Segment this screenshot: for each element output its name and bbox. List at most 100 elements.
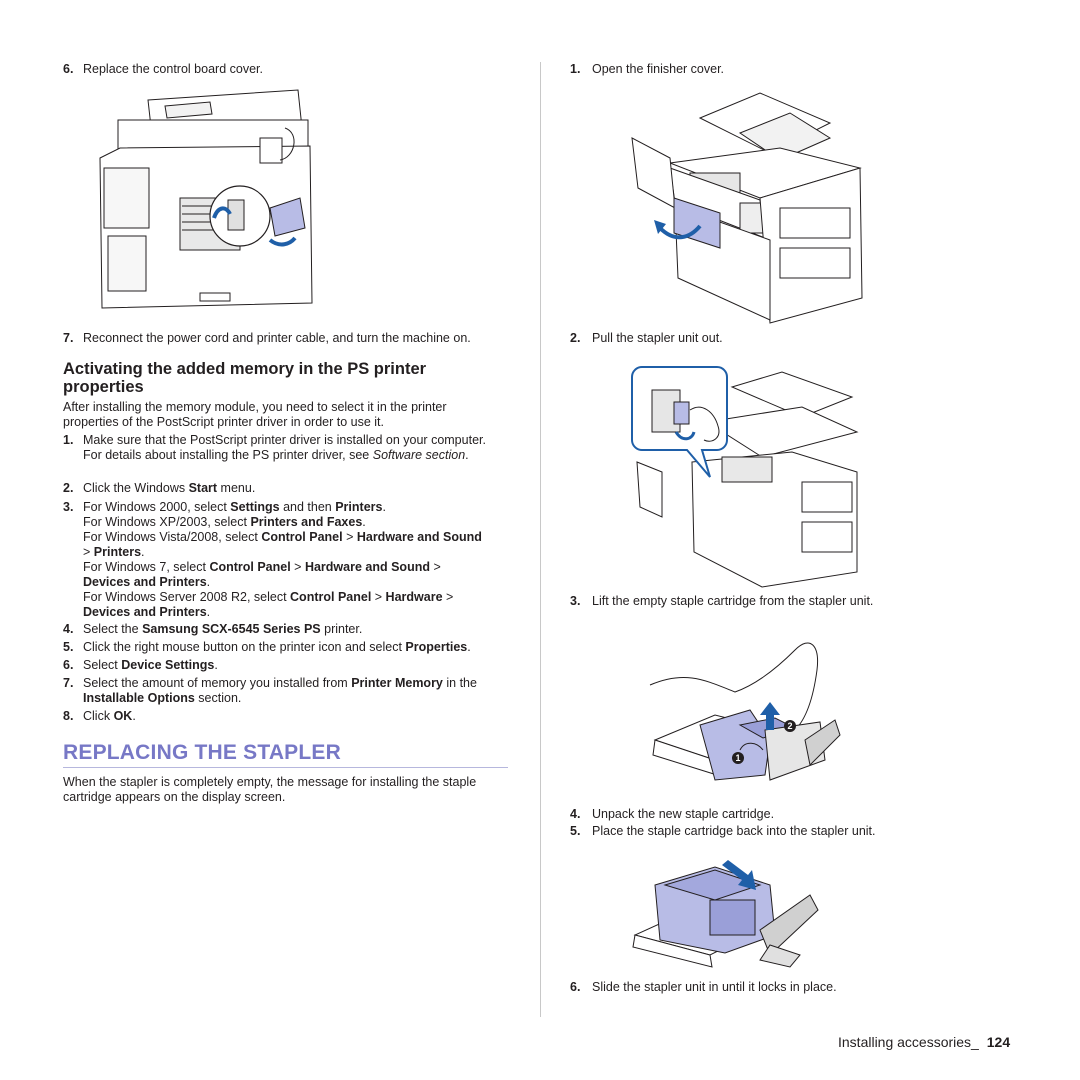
ps-step-3-vista-cont: > Printers.: [83, 545, 145, 560]
step-text-bold: Settings: [230, 500, 280, 514]
step-text-bold: Control Panel: [261, 530, 343, 544]
control-board-cover-illustration: [99, 89, 313, 309]
step-number: 7.: [63, 331, 74, 345]
ps-step-1: 1. Make sure that the PostScript printer…: [63, 433, 508, 463]
page-number: 124: [986, 1034, 1011, 1050]
step-text: For Windows 2000, select: [83, 500, 231, 514]
step-text-bold: OK: [113, 709, 133, 723]
step-text: >: [83, 545, 94, 559]
step-number: 5.: [570, 824, 581, 838]
step-text: .: [382, 500, 386, 514]
step-text: Click: [83, 709, 114, 723]
step-number: 2.: [63, 481, 74, 495]
step-text: .: [214, 658, 218, 672]
ps-step-7: 7. Select the amount of memory you insta…: [63, 676, 513, 691]
step-text: >: [442, 590, 454, 604]
step-text: Pull the stapler unit out.: [592, 331, 723, 345]
ps-step-3-server-cont: Devices and Printers.: [83, 605, 210, 620]
step-text-bold: Properties: [405, 640, 468, 654]
subsection-heading: Activating the added memory in the PS pr…: [63, 360, 427, 396]
right-step-2: 2. Pull the stapler unit out.: [570, 331, 1020, 346]
step-text-bold: Devices and Printers: [83, 575, 207, 589]
finisher-open-illustration: [631, 92, 863, 324]
step-text: >: [290, 560, 305, 574]
left-step-7: 7. Reconnect the power cord and printer …: [63, 331, 523, 346]
column-divider: [540, 62, 541, 1017]
step-text: For Windows Vista/2008, select: [83, 530, 262, 544]
step-text-bold: Hardware and Sound: [356, 530, 482, 544]
step-text-bold: Control Panel: [209, 560, 291, 574]
step-text: >: [371, 590, 386, 604]
step-number: 3.: [63, 500, 74, 514]
step-text: Unpack the new staple cartridge.: [592, 807, 775, 821]
callout-number: 2: [787, 721, 793, 731]
step-number: 6.: [570, 980, 581, 994]
ps-step-7-cont: Installable Options section.: [83, 691, 241, 706]
ps-step-3-win7-cont: Devices and Printers.: [83, 575, 210, 590]
step-text: For Windows Server 2008 R2, select: [83, 590, 291, 604]
step-text-bold: Printers: [335, 500, 383, 514]
step-text: Click the Windows: [83, 481, 189, 495]
place-cartridge-illustration: [632, 860, 819, 968]
right-step-6: 6. Slide the stapler unit in until it lo…: [570, 980, 1030, 995]
step-text-bold: Printers and Faxes: [250, 515, 363, 529]
callout-1: 1: [732, 752, 744, 764]
step-text: For Windows 7, select: [83, 560, 210, 574]
step-number: 5.: [63, 640, 74, 654]
section-title: REPLACING THE STAPLER: [63, 741, 341, 764]
right-step-5: 5. Place the staple cartridge back into …: [570, 824, 1030, 839]
ps-step-2: 2. Click the Windows Start menu.: [63, 481, 508, 496]
right-step-4: 4. Unpack the new staple cartridge.: [570, 807, 1020, 822]
step-text: Select the: [83, 622, 143, 636]
ps-step-3: 3. For Windows 2000, select Settings and…: [63, 500, 513, 515]
ps-step-3-win7: For Windows 7, select Control Panel > Ha…: [83, 560, 441, 575]
step-text: .: [206, 605, 211, 619]
step-text-bold: Control Panel: [290, 590, 372, 604]
ps-step-5: 5. Click the right mouse button on the p…: [63, 640, 513, 655]
footer-label: Installing accessories_: [838, 1034, 979, 1050]
step-text: Reconnect the power cord and printer cab…: [83, 331, 471, 345]
step-text-emphasis: Software section: [372, 448, 466, 462]
step-text: section.: [194, 691, 242, 705]
step-text: .: [206, 575, 211, 589]
step-text: Slide the stapler unit in until it locks…: [592, 980, 837, 994]
step-text: Select the amount of memory you installe…: [83, 676, 352, 690]
step-text: .: [465, 448, 469, 462]
step-number: 4.: [570, 807, 581, 821]
section-paragraph: When the stapler is completely empty, th…: [63, 775, 477, 804]
step-number: 1.: [570, 62, 581, 76]
lift-cartridge-illustration: [649, 642, 841, 781]
step-text: Click the right mouse button on the prin…: [83, 640, 406, 654]
section-title-rule: [63, 767, 508, 768]
step-number: 8.: [63, 709, 74, 723]
step-text: menu.: [217, 481, 256, 495]
callout-2: 2: [784, 720, 796, 732]
stapler-pull-out-illustration: [631, 366, 859, 588]
step-text: in the: [442, 676, 477, 690]
right-step-1: 1. Open the finisher cover.: [570, 62, 1020, 77]
callout-number: 1: [735, 753, 741, 763]
step-number: 2.: [570, 331, 581, 345]
right-step-3: 3. Lift the empty staple cartridge from …: [570, 594, 1030, 609]
step-text-bold: Printer Memory: [351, 676, 443, 690]
step-text: .: [467, 640, 471, 654]
step-number: 7.: [63, 676, 74, 690]
step-number: 6.: [63, 658, 74, 672]
ps-step-3-vista: For Windows Vista/2008, select Control P…: [83, 530, 482, 545]
step-text-bold: Device Settings: [121, 658, 215, 672]
step-text-bold: Printers: [93, 545, 142, 559]
step-text: Select: [83, 658, 122, 672]
step-text: For Windows XP/2003, select: [83, 515, 251, 529]
ps-step-3-xp: For Windows XP/2003, select Printers and…: [83, 515, 366, 530]
step-text: Place the staple cartridge back into the…: [592, 824, 876, 838]
step-number: 1.: [63, 433, 74, 447]
step-text: Lift the empty staple cartridge from the…: [592, 594, 874, 608]
step-text: .: [132, 709, 136, 723]
step-text-bold: Samsung SCX-6545 Series PS: [142, 622, 321, 636]
step-number: 4.: [63, 622, 74, 636]
ps-step-3-server: For Windows Server 2008 R2, select Contr…: [83, 590, 453, 605]
ps-step-4: 4. Select the Samsung SCX-6545 Series PS…: [63, 622, 513, 637]
step-text: Replace the control board cover.: [83, 62, 263, 76]
step-number: 6.: [63, 62, 74, 76]
step-text: >: [429, 560, 441, 574]
